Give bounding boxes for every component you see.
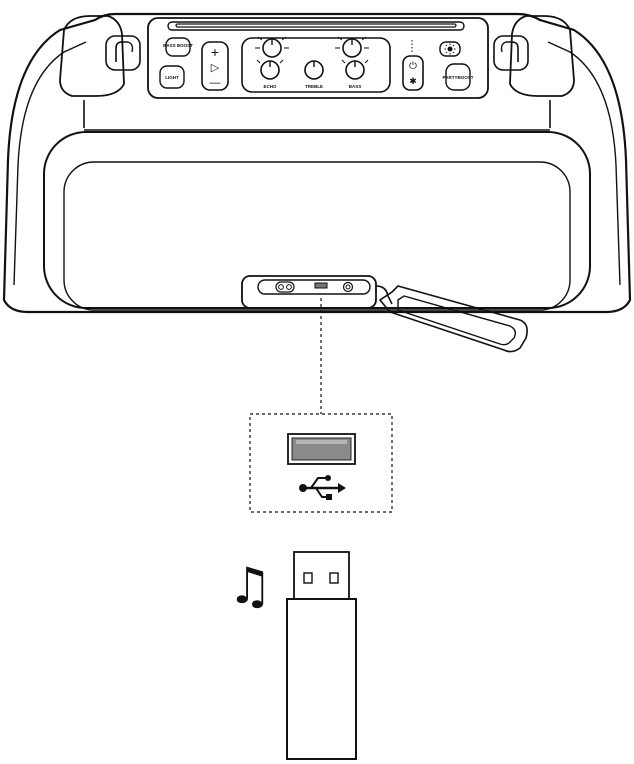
usb-drive-connector — [293, 551, 350, 600]
knob-bass[interactable]: BASS — [341, 59, 369, 89]
speaker-top-ridge — [83, 100, 551, 128]
knob-treble[interactable]: TREBLE — [304, 60, 324, 89]
right-handle — [493, 15, 575, 97]
bluetooth-icon: ✱ — [409, 77, 417, 87]
partyboost-label: PARTYBOOST — [443, 75, 474, 80]
light-show-icon[interactable] — [439, 41, 461, 57]
echo-label: ECHO — [263, 84, 277, 89]
usb-drive-body — [286, 598, 357, 760]
power-icon: ⏻ — [409, 61, 417, 72]
charging-port[interactable] — [342, 281, 354, 293]
speaker-outer-body — [2, 12, 632, 314]
usb-callout — [249, 413, 393, 513]
bass-boost-label: BASS BOOST — [163, 43, 193, 48]
top-control-panel: BASS BOOST LIGHT + ▷ — — [147, 17, 489, 99]
play-symbol: ▷ — [211, 62, 220, 74]
usb-flash-drive — [286, 551, 357, 760]
aux-in-port[interactable] — [275, 281, 295, 293]
bass-boost-button[interactable]: BASS BOOST — [163, 37, 193, 57]
port-panel — [241, 275, 393, 309]
knob-plate — [241, 37, 391, 93]
bass-label: BASS — [349, 84, 362, 89]
volume-up-symbol: + — [211, 44, 219, 60]
light-button[interactable]: LIGHT — [159, 65, 185, 89]
volume-down-symbol: — — [210, 77, 221, 89]
power-bluetooth-rocker[interactable]: ⏻ ✱ — [402, 55, 424, 91]
treble-label: TREBLE — [305, 84, 323, 89]
knob-top-left[interactable] — [255, 36, 289, 58]
speaker-body-contour-right — [547, 41, 621, 286]
partyboost-button[interactable]: PARTYBOOST — [443, 63, 474, 91]
port-flap[interactable] — [378, 285, 528, 353]
speaker: BASS BOOST LIGHT + ▷ — — [2, 12, 632, 353]
volume-rocker[interactable]: + ▷ — — [201, 41, 229, 91]
usb-icon — [299, 475, 346, 500]
usb-port-icon — [287, 433, 356, 465]
light-label: LIGHT — [165, 75, 179, 80]
knob-echo[interactable]: ECHO — [256, 59, 284, 89]
left-handle — [59, 15, 141, 97]
speaker-body-contour-left — [13, 41, 87, 286]
music-note-icon: ♫ — [228, 557, 273, 615]
usb-port-small[interactable] — [314, 282, 328, 289]
knob-top-right[interactable] — [335, 36, 369, 58]
